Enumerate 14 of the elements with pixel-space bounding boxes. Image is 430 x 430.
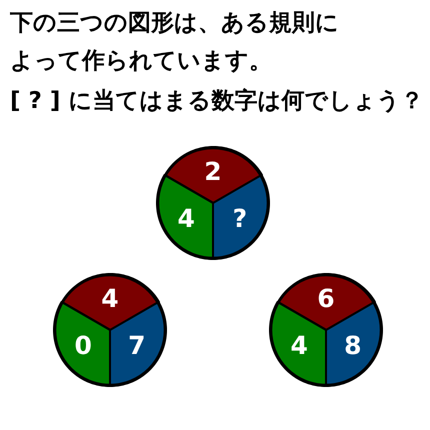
number: 0 xyxy=(73,332,93,360)
question-text: [ ? ] に当てはまる数字は何でしょう？ xyxy=(10,87,424,116)
question-text: 下の三つの図形は、ある規則によって作られています。 xyxy=(10,9,340,76)
pie-circle xyxy=(157,147,269,259)
number: 6 xyxy=(316,285,336,313)
pie-circle xyxy=(54,274,166,386)
number: 4 xyxy=(289,332,309,360)
number: 7 xyxy=(127,332,147,360)
pie-circle xyxy=(270,274,382,386)
number: 4 xyxy=(100,285,120,313)
number: 8 xyxy=(343,332,363,360)
number: ? xyxy=(232,204,248,232)
number: 2 xyxy=(203,158,223,186)
number: 4 xyxy=(176,204,196,232)
